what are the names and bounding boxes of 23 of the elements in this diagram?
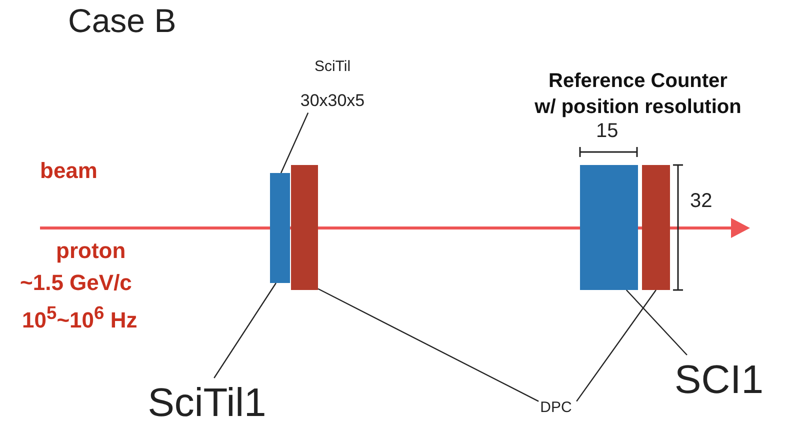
dimension-value: 32 [690, 190, 712, 213]
rate-label: 10$^{5}$~10$^{6}$ Hz [22, 302, 138, 334]
particle-label: proton [56, 238, 126, 264]
leader-line [214, 282, 276, 378]
leader-line [280, 112, 309, 174]
callout-label: SciTil1 [148, 380, 266, 426]
scintillator-tile-drawing [270, 173, 290, 283]
reference-scintillator-drawing [580, 165, 638, 290]
leader-line [626, 290, 688, 356]
leader-line [576, 290, 656, 402]
detector-size: 30x30x5 [300, 91, 365, 111]
photon-counter-drawing [642, 165, 670, 290]
leader-line [318, 288, 539, 402]
section-subheading: w/ position resolution [534, 96, 742, 119]
momentum-label: ~1.5 GeV/c [20, 270, 132, 296]
photon-counter-drawing [291, 165, 318, 290]
beam-label: beam [40, 158, 98, 184]
title: Case B [68, 2, 176, 40]
section-heading: Reference Counter [548, 70, 728, 93]
callout-label: SCI1 [674, 357, 764, 403]
detector-label: SciTil [314, 58, 351, 76]
dimension-value: 15 [596, 120, 618, 143]
callout-label: DPC [540, 399, 572, 416]
